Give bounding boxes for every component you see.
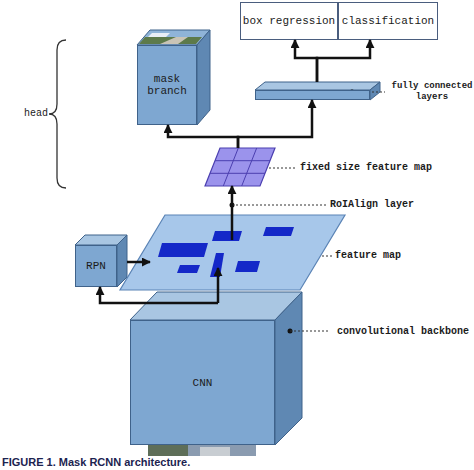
figure-caption: FIGURE 1. Mask RCNN architecture. (2, 456, 190, 469)
region-proposal (158, 243, 208, 257)
node-text: classification (342, 15, 434, 27)
callout-text: convolutional backbone (333, 326, 473, 338)
region-proposal (177, 265, 200, 273)
flow-arrow (231, 186, 234, 240)
region-proposal (263, 227, 294, 236)
rpn-cube: RPN (75, 245, 117, 287)
callout-text: fully connected layers (389, 81, 474, 103)
input-image (148, 445, 256, 456)
cube-side (275, 292, 302, 445)
flow-arrow (217, 268, 220, 303)
flow-arrow (238, 100, 312, 148)
node-outline (120, 215, 345, 290)
input-image-part (148, 445, 188, 456)
head-bracket (49, 40, 66, 188)
region-proposal (212, 231, 242, 241)
grid-line (223, 148, 238, 186)
output-box: classification (338, 2, 438, 40)
flow-arrow (168, 125, 238, 148)
grid-plane (205, 148, 275, 186)
layer-label: RoIAlign layer (330, 199, 414, 211)
mask-branch-cube: mask branch (137, 45, 197, 125)
slab-side (370, 82, 380, 100)
flow-arrow (100, 287, 218, 303)
roi-feature-grid: fixed size feature map (205, 148, 275, 186)
node-text: mask branch (138, 73, 196, 97)
fc-layer-slab: fully connected layers (255, 90, 370, 100)
bracket-label: head (24, 108, 48, 120)
cube-side (117, 235, 127, 287)
node-text: RPN (86, 260, 106, 272)
cnn-backbone-cube: CNNconvolutional backbone (130, 320, 275, 445)
flow-arrow (295, 40, 317, 82)
image-ground (139, 37, 202, 44)
node-text: box regression (243, 15, 335, 27)
input-image-part (200, 447, 230, 456)
cube-side (197, 30, 210, 125)
feature-map-plane: feature map (120, 215, 345, 290)
cube-top (130, 292, 302, 320)
flow-arrow (317, 40, 370, 82)
map-plane (120, 215, 345, 290)
grid-line (242, 148, 257, 186)
image-cloud (148, 33, 170, 37)
flow-arrow (127, 261, 150, 264)
callout-text: fixed size feature map (300, 162, 470, 174)
node-text: CNN (193, 377, 213, 389)
region-proposal (235, 261, 260, 272)
node-outline (205, 148, 275, 186)
region-proposal (210, 253, 224, 277)
output-box: box regression (240, 2, 338, 40)
leader-line (232, 205, 326, 206)
slab-top (255, 82, 380, 90)
grid-line (215, 160, 270, 161)
image-road (160, 37, 188, 44)
callout-text: feature map (335, 250, 465, 262)
grid-line (210, 173, 265, 174)
leader-line (290, 331, 329, 332)
